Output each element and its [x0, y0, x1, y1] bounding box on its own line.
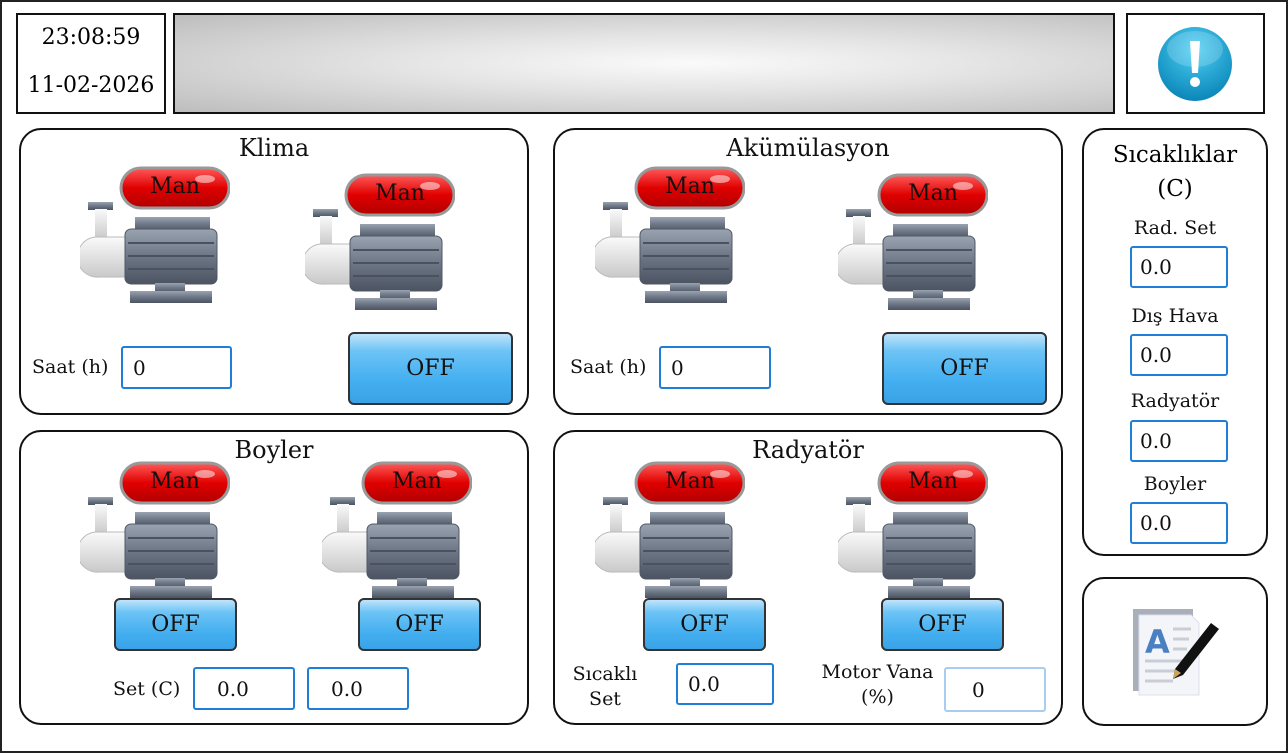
- klima-panel: Klima: [19, 128, 529, 415]
- exclamation-icon: [1158, 27, 1232, 101]
- radyator-temp-set-input[interactable]: 0.0: [676, 663, 774, 705]
- radyator-pump-2[interactable]: Man: [838, 460, 988, 600]
- valve-label: Motor Vana (%): [815, 660, 940, 710]
- radiator-temp-input[interactable]: 0.0: [1130, 420, 1228, 462]
- klima-off-button[interactable]: OFF: [348, 332, 513, 405]
- boyler-set-input-2[interactable]: 0.0: [307, 667, 409, 710]
- radyator-off-button-1[interactable]: OFF: [643, 598, 766, 651]
- mode-label: Man: [375, 181, 425, 206]
- temp-set-label-line2: Set: [589, 688, 621, 710]
- boyler-off-button-2[interactable]: OFF: [358, 598, 481, 651]
- mode-label: Man: [665, 174, 715, 199]
- radyator-panel: Radyatör: [553, 430, 1063, 725]
- mode-label: Man: [150, 469, 200, 494]
- temperatures-title: Sıcaklıklar (C): [1084, 138, 1266, 206]
- akumulasyon-pump-2[interactable]: Man: [838, 172, 988, 312]
- set-label: Set (C): [113, 678, 181, 700]
- mode-label: Man: [908, 469, 958, 494]
- title-line1: Sıcaklıklar: [1112, 142, 1238, 168]
- akumulasyon-off-button[interactable]: OFF: [882, 332, 1047, 405]
- temp-label: Radyatör: [1130, 390, 1220, 412]
- valve-label-line1: Motor Vana: [821, 661, 934, 683]
- clock-box: 23:08:59 11-02-2026: [16, 13, 166, 114]
- outdoor-temp-input[interactable]: 0.0: [1130, 334, 1228, 376]
- temperatures-panel: Sıcaklıklar (C): [1082, 128, 1268, 556]
- temp-set-label-line1: Sıcaklı: [572, 663, 638, 685]
- temp-label: Dış Hava: [1131, 305, 1219, 327]
- klima-pump-2[interactable]: Man: [305, 172, 455, 312]
- boyler-pump-1[interactable]: Man: [80, 460, 230, 600]
- valve-label-line2: (%): [861, 686, 894, 708]
- boyler-set-input-1[interactable]: 0.0: [193, 667, 295, 710]
- title-line2: (C): [1157, 176, 1193, 202]
- document-edit-icon: A: [1133, 609, 1219, 696]
- radyator-off-button-2[interactable]: OFF: [881, 598, 1004, 651]
- klima-hours-input[interactable]: 0: [121, 346, 232, 389]
- boyler-off-button-1[interactable]: OFF: [114, 598, 237, 651]
- hours-label: Saat (h): [32, 356, 109, 378]
- temp-label: Rad. Set: [1133, 217, 1217, 239]
- akumulasyon-pump-1[interactable]: Man: [595, 165, 745, 305]
- boyler-panel: Boyler: [19, 430, 529, 725]
- panel-title: Radyatör: [752, 436, 864, 464]
- boyler-pump-2[interactable]: Man: [322, 460, 472, 600]
- temp-label: Boyler: [1143, 473, 1207, 495]
- clock-date: 11-02-2026: [27, 73, 155, 98]
- motor-valve-input[interactable]: 0: [944, 667, 1046, 712]
- svg-text:A: A: [1145, 623, 1170, 661]
- mode-label: Man: [908, 181, 958, 206]
- boiler-temp-input[interactable]: 0.0: [1130, 502, 1228, 544]
- akumulasyon-panel: Akümülasyon: [553, 128, 1063, 415]
- radyator-pump-1[interactable]: Man: [595, 460, 745, 600]
- panel-title: Boyler: [234, 436, 314, 464]
- rad-set-input[interactable]: 0.0: [1130, 246, 1228, 288]
- message-banner: [173, 13, 1115, 114]
- clock-time: 23:08:59: [41, 25, 141, 50]
- panel-title: Akümülasyon: [726, 134, 890, 162]
- panel-title: Klima: [238, 134, 310, 162]
- mode-label: Man: [150, 174, 200, 199]
- hours-label: Saat (h): [570, 356, 647, 378]
- mode-label: Man: [665, 469, 715, 494]
- edit-document-button[interactable]: A: [1082, 577, 1268, 726]
- alarm-button[interactable]: [1126, 13, 1265, 114]
- mode-label: Man: [392, 469, 442, 494]
- akumulasyon-hours-input[interactable]: 0: [659, 346, 771, 389]
- klima-pump-1[interactable]: Man: [80, 165, 230, 305]
